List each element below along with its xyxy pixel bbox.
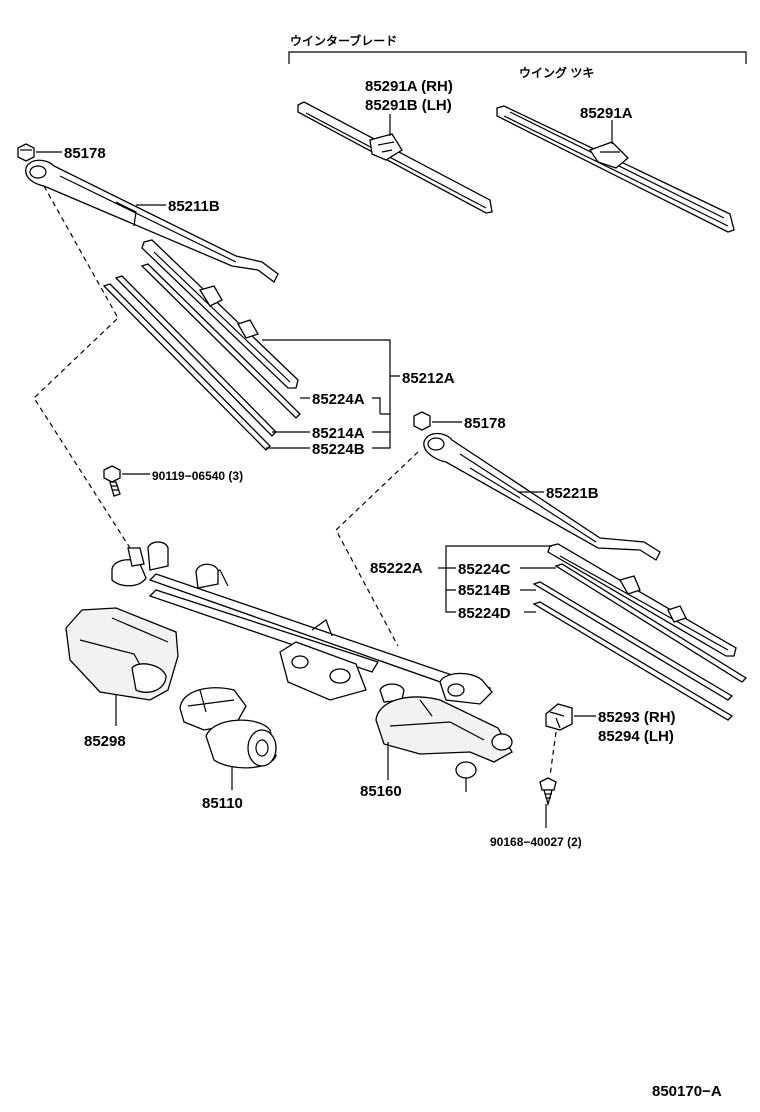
label-90168: 90168−40027 (2) bbox=[490, 835, 582, 849]
wiper-motor-85110 bbox=[179, 687, 277, 769]
winter-blade-85291b bbox=[297, 101, 493, 214]
label-85211b: 85211B bbox=[168, 198, 220, 215]
label-85160: 85160 bbox=[360, 783, 402, 800]
label-85293-rh: 85293 (RH) bbox=[598, 709, 676, 726]
screw-90168 bbox=[539, 777, 557, 807]
bolt-90119 bbox=[103, 465, 121, 497]
label-85178-right: 85178 bbox=[464, 415, 506, 432]
label-85224d: 85224D bbox=[458, 605, 511, 622]
label-85291a-rh: 85291A (RH) bbox=[365, 78, 453, 95]
blade-rubber-85214b bbox=[532, 581, 734, 701]
label-85298: 85298 bbox=[84, 733, 126, 750]
leader-85224a-end bbox=[372, 397, 381, 414]
blade-refill-85224a bbox=[140, 263, 301, 419]
bracket-85222a bbox=[438, 545, 552, 613]
cap-85293 bbox=[545, 703, 573, 731]
blade-frame-85212a bbox=[141, 239, 299, 389]
label-85291a: 85291A bbox=[580, 105, 633, 122]
dashed-line-left bbox=[33, 185, 131, 549]
nut-85178-right bbox=[413, 411, 431, 431]
wiper-motor-bracket-85160 bbox=[375, 696, 513, 792]
dashed-line-cap bbox=[549, 731, 557, 777]
label-85178-top: 85178 bbox=[64, 145, 106, 162]
motor-cover-85298 bbox=[65, 607, 179, 701]
wiper-arm-85211b bbox=[25, 159, 279, 283]
group-label-wing-type: ウイング ツキ bbox=[519, 65, 594, 80]
blade-frame-85222a bbox=[547, 543, 737, 657]
group-label-winter-blade: ウインターブレード bbox=[290, 33, 397, 48]
dashed-line-right bbox=[335, 451, 419, 647]
label-85222a: 85222A bbox=[370, 560, 423, 577]
bracket-85214a-85224b bbox=[372, 414, 391, 449]
label-85110: 85110 bbox=[202, 795, 243, 812]
blade-refill-85224b bbox=[102, 283, 271, 451]
blade-refill-85224c bbox=[554, 563, 748, 683]
label-85294-lh: 85294 (LH) bbox=[598, 728, 674, 745]
diagram-code: 850170−A bbox=[652, 1083, 722, 1100]
bracket-85212a bbox=[262, 339, 400, 415]
label-85214a: 85214A bbox=[312, 425, 365, 442]
wiper-linkage bbox=[111, 541, 493, 705]
nut-85178-left bbox=[17, 143, 35, 162]
label-85212a: 85212A bbox=[402, 370, 455, 387]
blade-refill-85224d bbox=[532, 601, 734, 721]
label-85224a: 85224A bbox=[312, 391, 365, 408]
label-85224c: 85224C bbox=[458, 561, 511, 578]
group-bracket-winter-blade bbox=[288, 51, 747, 64]
wing-blade-85291a bbox=[496, 105, 735, 233]
label-85221b: 85221B bbox=[546, 485, 599, 502]
wiper-arm-85221b bbox=[423, 432, 661, 561]
label-85291b-lh: 85291B (LH) bbox=[365, 97, 452, 114]
label-85224b: 85224B bbox=[312, 441, 365, 458]
label-90119: 90119−06540 (3) bbox=[152, 469, 243, 483]
label-85214b: 85214B bbox=[458, 582, 511, 599]
